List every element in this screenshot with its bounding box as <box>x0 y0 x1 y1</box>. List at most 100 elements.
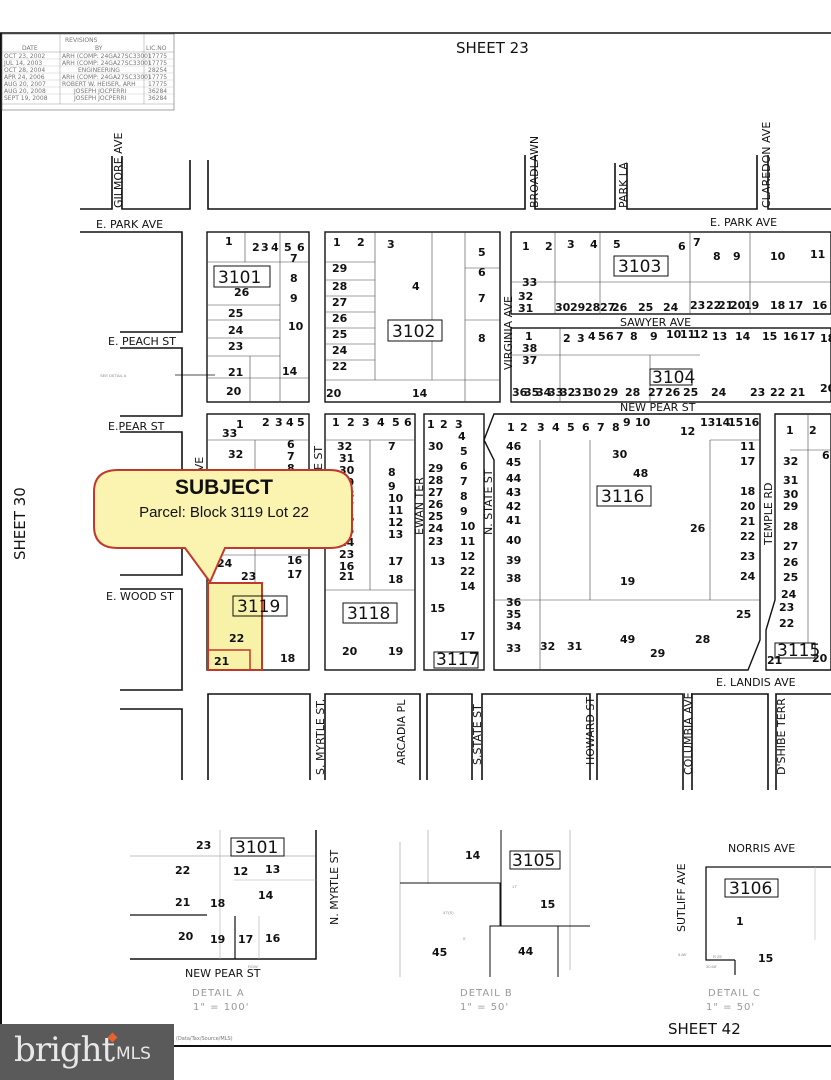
lot-number: 15 <box>430 602 445 615</box>
dimension-note: 5.88' <box>678 952 687 957</box>
lot-number: 22 <box>460 565 475 578</box>
block-3103-label: 3103 <box>618 257 661 277</box>
revision-lic: 36284 <box>148 88 167 95</box>
street-gilmore-ave: GILMORE AVE <box>112 133 125 208</box>
lot-number: 1 <box>525 330 533 343</box>
lot-number: 28 <box>783 520 798 533</box>
lot-number: 1 <box>736 915 744 928</box>
lot-number: 20 <box>812 652 828 665</box>
street-howard-st: HOWARD ST <box>584 697 597 765</box>
lot-number: 18 <box>210 897 225 910</box>
street-ewan-ter: EWAN TER <box>413 477 426 535</box>
lot-number: 27 <box>783 540 798 553</box>
lot-number: 22 <box>779 617 794 630</box>
revision-by: ARH (COMP: 24GA27SC3300) <box>62 60 150 67</box>
lot-number: 21 <box>339 570 354 583</box>
lot-number: 38 <box>506 572 521 585</box>
street-s-state-st: S.STATE ST <box>471 704 484 765</box>
logo-word: bright <box>14 1030 115 1070</box>
lot-number: 27 <box>648 386 663 399</box>
logo-suffix: MLS <box>116 1044 151 1064</box>
lot-number: 18 <box>820 332 831 345</box>
lot-number: 13 <box>430 555 445 568</box>
revision-date: AUG 20, 2007 <box>4 81 46 88</box>
lot-number: 4 <box>286 416 294 429</box>
lot-number: 26 <box>234 286 250 299</box>
detail-b: 3105 14 15 45 44 17' 47'(S) 0' DETAIL B … <box>399 830 590 1013</box>
lot-number: 16 <box>287 554 303 567</box>
lot-number: 25 <box>683 386 698 399</box>
subject-callout-bubble <box>93 469 353 584</box>
lot-number: 10 <box>388 492 404 505</box>
subject-parcel-highlight[interactable] <box>207 582 263 671</box>
lot-number: 34 <box>506 620 522 633</box>
detail-a-street-n-myrtle: N. MYRTLE ST <box>328 849 341 925</box>
lot-number: 28 <box>332 280 347 293</box>
lot-number: 35 <box>524 386 539 399</box>
lot-number: 2 <box>357 236 365 249</box>
lot-number: 32 <box>337 440 352 453</box>
street-claredon-ave: CLAREDON AVE <box>760 122 773 208</box>
lot-numbers: 1 2 3 4 5 6 26 25 24 23 21 20 7 8 9 10 1… <box>214 235 831 668</box>
lot-number: 15 <box>758 952 773 965</box>
revision-date: APR 24, 2006 <box>4 74 45 81</box>
lot-number: 1 <box>786 424 794 437</box>
lot-number: 39 <box>506 554 521 567</box>
lot-number: 8 <box>630 330 638 343</box>
revisions-header-by: BY <box>95 45 103 52</box>
block-3101-label: 3101 <box>218 268 261 288</box>
detail-c-block: 3106 <box>729 879 772 899</box>
revisions-header-date: DATE <box>22 45 38 52</box>
lot-number: 28 <box>625 386 640 399</box>
revision-by: JOSEPH JOCPERRI <box>73 95 127 102</box>
lot-number: 10 <box>770 250 786 263</box>
lot-number: 16 <box>744 416 760 429</box>
lot-number: 18 <box>388 573 403 586</box>
lot-number: 33 <box>522 276 537 289</box>
lot-number: 2 <box>563 332 571 345</box>
lot-number: 17 <box>740 455 755 468</box>
lot-number: 20 <box>820 382 831 395</box>
lot-number: 24 <box>428 522 444 535</box>
street-e-wood-st: E. WOOD ST <box>106 590 174 603</box>
revisions-table: REVISIONS DATE BY LIC.NO OCT 23, 2002 AR… <box>1 33 175 111</box>
street-s-myrtle-st: S. MYRTLE ST. <box>314 699 327 775</box>
lot-number: 6 <box>822 449 830 462</box>
lot-number: 8 <box>478 332 486 345</box>
lot-number: 9 <box>733 250 741 263</box>
lot-number: 9 <box>623 416 631 429</box>
dimension-note: ROW <box>248 964 258 969</box>
lot-number: 7 <box>460 475 468 488</box>
lot-number: 4 <box>412 280 420 293</box>
lot-number: 13 <box>265 863 280 876</box>
lot-number: 41 <box>506 514 521 527</box>
lot-number: 8 <box>388 466 396 479</box>
detail-c-street-sutliff: SUTLIFF AVE <box>675 863 688 932</box>
street-columbia-ave: COLUMBIA AVE <box>682 692 695 775</box>
image-credit: (Data/Tax/Source/MLS) <box>176 1036 233 1042</box>
revision-date: OCT 23, 2002 <box>4 53 45 60</box>
revision-lic: 17775 <box>148 81 167 88</box>
lot-number: 21 <box>214 655 229 668</box>
lot-number: 30 <box>783 488 799 501</box>
detail-c-title: DETAIL C <box>708 988 761 999</box>
lot-number: 28 <box>585 301 600 314</box>
lot-number: 23 <box>779 601 794 614</box>
lot-number: 1 <box>507 421 515 434</box>
sheet-23-label: SHEET 23 <box>456 39 529 57</box>
lot-number: 1 <box>236 418 244 431</box>
lot-number: 22 <box>706 299 721 312</box>
detail-b-title: DETAIL B <box>460 988 513 999</box>
revision-by: ARH (COMP: 24GA27SC3300) <box>62 74 150 81</box>
block-3102-label: 3102 <box>392 322 435 342</box>
street-e-peach-st: E. PEACH ST <box>108 335 176 348</box>
lot-number: 2 <box>262 416 270 429</box>
detail-c-scale: 1" = 50' <box>706 1002 755 1013</box>
lot-number: 6 <box>582 421 590 434</box>
lot-number: 12 <box>388 516 403 529</box>
subject-lot-22: 22 <box>229 632 244 645</box>
lot-number: 14 <box>258 889 274 902</box>
lot-number: 17 <box>460 630 475 643</box>
lot-number: 14 <box>465 849 481 862</box>
